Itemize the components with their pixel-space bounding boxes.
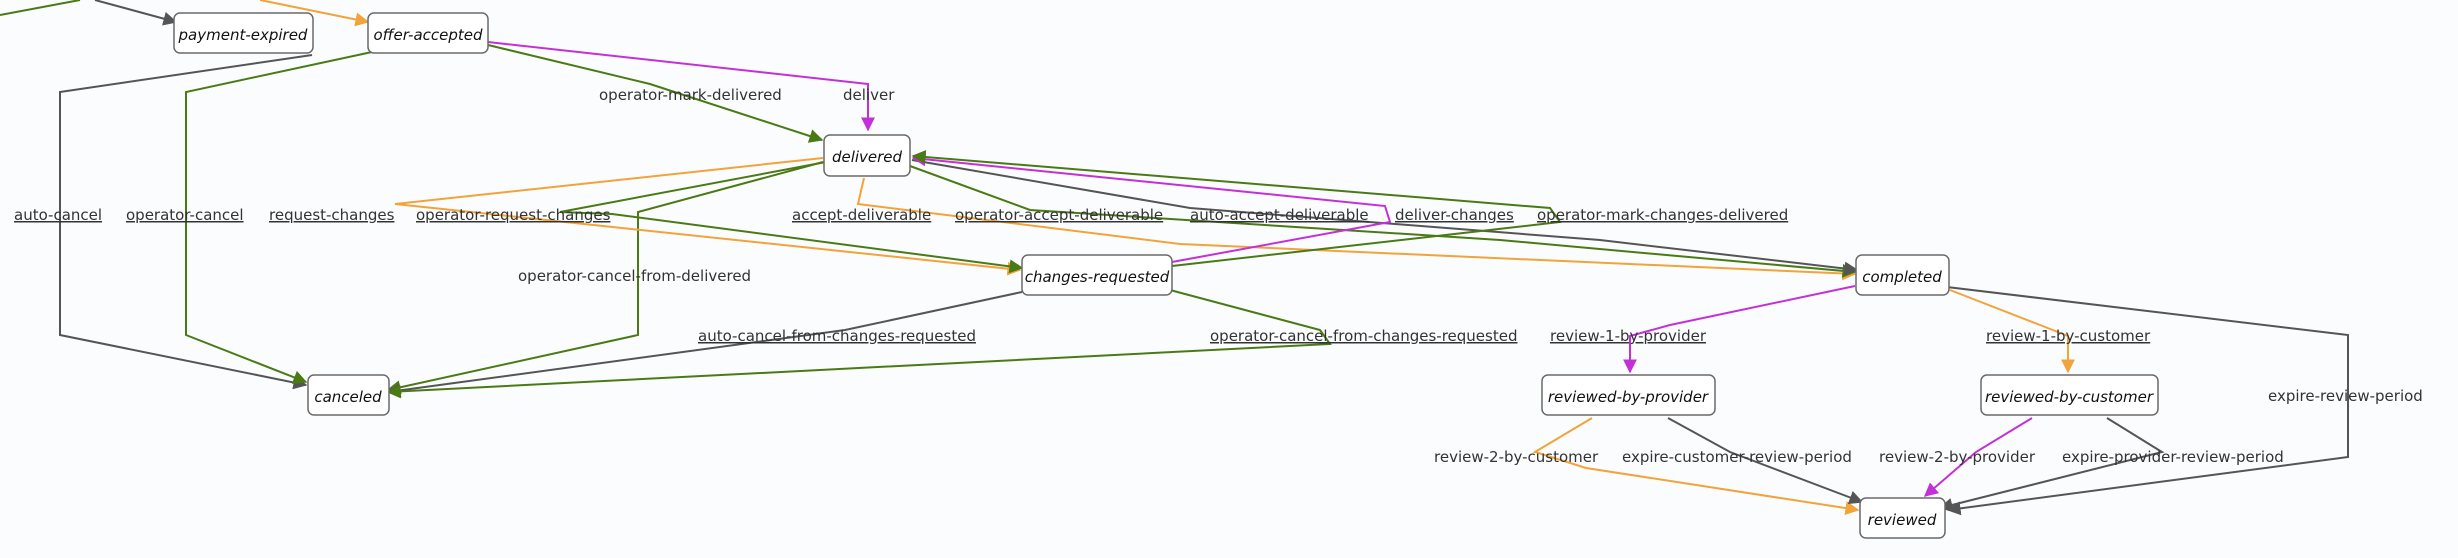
edge-request-changes	[394, 157, 1022, 276]
edge-expire-provider-review-period	[1938, 417, 2165, 512]
edge-operator-cancel	[185, 51, 373, 384]
label-operator-cancel-from-changes-requested[interactable]: operator-cancel-from-changes-requested	[1210, 327, 1518, 345]
state-changes-requested-label: changes-requested	[1025, 268, 1170, 286]
label-accept-deliverable[interactable]: accept-deliverable	[792, 206, 931, 224]
state-reviewed[interactable]: reviewed	[1859, 497, 1946, 539]
state-reviewed-by-provider[interactable]: reviewed-by-provider	[1541, 374, 1716, 416]
edge-operator-request-changes	[559, 161, 1024, 274]
state-payment-expired-label: payment-expired	[178, 26, 308, 44]
state-reviewed-by-provider-label: reviewed-by-provider	[1548, 388, 1709, 406]
label-auto-accept-deliverable[interactable]: auto-accept-deliverable	[1190, 206, 1369, 224]
edge-review-1-by-provider	[1623, 285, 1856, 374]
state-completed[interactable]: completed	[1855, 254, 1950, 296]
label-review-1-by-provider[interactable]: review-1-by-provider	[1550, 327, 1707, 345]
edge-review-1-by-customer	[1949, 289, 2075, 374]
label-review-2-by-provider: review-2-by-provider	[1879, 448, 2036, 466]
label-operator-mark-delivered: operator-mark-delivered	[599, 86, 782, 104]
edge-green-offscreen	[0, 0, 81, 16]
edge-operator-mark-delivered	[487, 44, 824, 143]
edge-operator-accept-deliverable	[909, 165, 1857, 278]
edge-deliver	[487, 41, 875, 132]
edge-auto-cancel-from-changes-requested	[386, 291, 1023, 398]
label-operator-mark-changes-delivered[interactable]: operator-mark-changes-delivered	[1537, 206, 1788, 224]
state-reviewed-by-customer-label: reviewed-by-customer	[1985, 388, 2154, 406]
edge-operator-cancel-from-delivered	[386, 161, 824, 395]
label-operator-request-changes[interactable]: operator-request-changes	[416, 206, 611, 224]
transition-labels: operator-mark-delivered deliver auto-can…	[14, 86, 2423, 466]
edge-accept-deliverable	[856, 177, 1857, 281]
edge-to-payment-expired	[94, 0, 178, 26]
edge-review-2-by-customer	[1532, 417, 1860, 515]
edge-auto-accept-deliverable	[911, 159, 1859, 276]
state-reviewed-label: reviewed	[1868, 511, 1937, 529]
label-operator-cancel-from-delivered: operator-cancel-from-delivered	[518, 267, 751, 285]
label-operator-accept-deliverable[interactable]: operator-accept-deliverable	[955, 206, 1163, 224]
label-deliver: deliver	[843, 86, 895, 104]
label-auto-cancel[interactable]: auto-cancel	[14, 206, 102, 224]
edge-auto-cancel	[59, 54, 313, 390]
edge-to-offer-accepted	[259, 0, 370, 27]
state-offer-accepted-label: offer-accepted	[373, 26, 483, 44]
label-review-1-by-customer[interactable]: review-1-by-customer	[1986, 327, 2151, 345]
label-expire-customer-review-period: expire-customer-review-period	[1622, 448, 1852, 466]
label-review-2-by-customer: review-2-by-customer	[1434, 448, 1599, 466]
label-request-changes[interactable]: request-changes	[269, 206, 395, 224]
label-expire-review-period: expire-review-period	[2268, 387, 2423, 405]
label-auto-cancel-from-changes-requested[interactable]: auto-cancel-from-changes-requested	[698, 327, 976, 345]
state-offer-accepted[interactable]: offer-accepted	[367, 12, 489, 54]
state-canceled-label: canceled	[314, 388, 382, 406]
state-completed-label: completed	[1862, 268, 1942, 286]
edges	[0, 0, 2349, 516]
edge-operator-mark-changes-delivered	[911, 150, 1562, 267]
label-expire-provider-review-period: expire-provider-review-period	[2062, 448, 2284, 466]
state-delivered[interactable]: delivered	[823, 134, 911, 177]
edge-review-2-by-provider	[1923, 417, 2033, 497]
state-payment-expired[interactable]: payment-expired	[173, 12, 314, 54]
edge-expire-review-period	[1904, 281, 2349, 516]
state-changes-requested[interactable]: changes-requested	[1021, 254, 1173, 296]
label-operator-cancel[interactable]: operator-cancel	[126, 206, 244, 224]
edge-deliver-changes	[911, 152, 1392, 263]
edge-operator-cancel-from-changes-requested	[386, 289, 1332, 399]
state-reviewed-by-customer[interactable]: reviewed-by-customer	[1980, 374, 2159, 416]
state-delivered-label: delivered	[832, 148, 903, 166]
label-deliver-changes[interactable]: deliver-changes	[1395, 206, 1514, 224]
state-canceled[interactable]: canceled	[307, 374, 390, 416]
edge-expire-customer-review-period	[1667, 417, 1864, 505]
